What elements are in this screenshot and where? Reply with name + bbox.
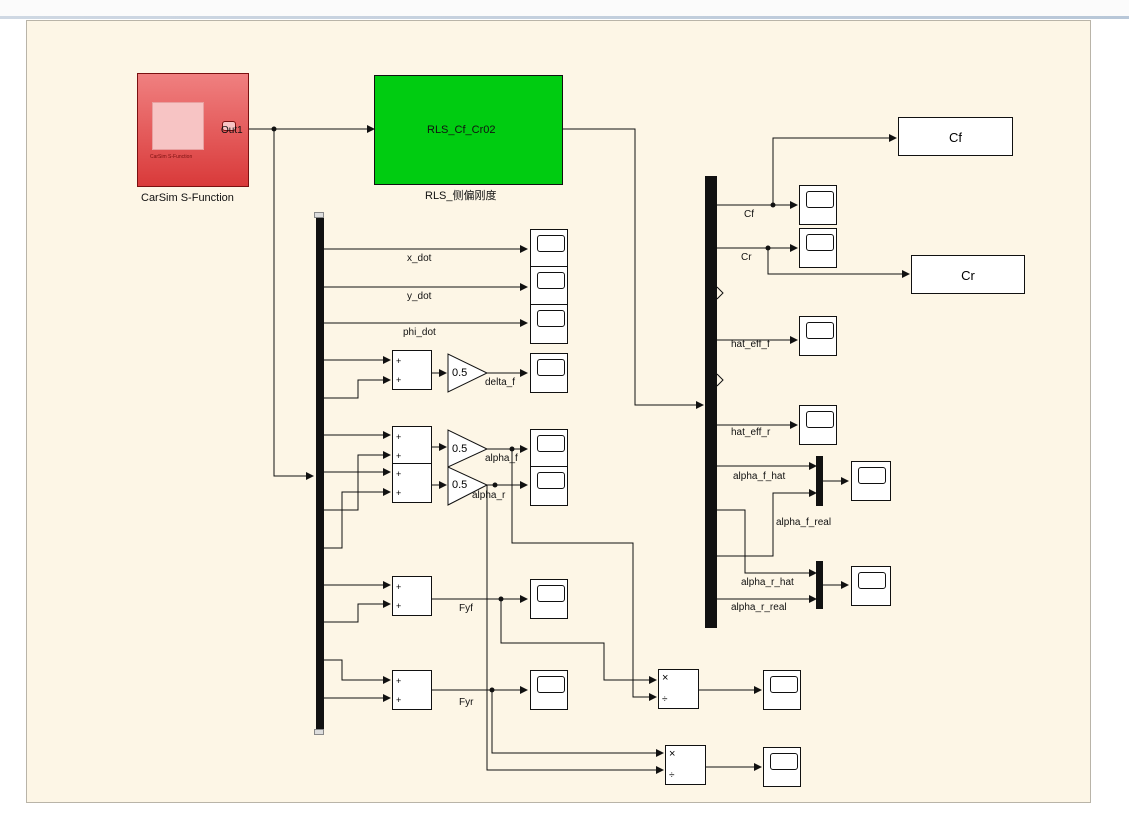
gain-value-alpha-f[interactable]: 0.5	[452, 443, 468, 455]
scope-screen	[770, 676, 798, 693]
scope-x-dot[interactable]	[530, 229, 568, 269]
scope-screen	[806, 191, 834, 208]
rls-caption: RLS_侧偏刚度	[425, 190, 497, 202]
signal-label-alpha-r-hat: alpha_r_hat	[741, 577, 794, 588]
divide-sign: ÷	[669, 770, 675, 781]
divide-sign: ÷	[662, 694, 668, 705]
outport-icon	[222, 121, 236, 131]
rls-subsystem-block[interactable]: RLS_Cf_Cr02	[374, 75, 563, 185]
scope-screen	[537, 585, 565, 602]
sum-sign: +	[396, 469, 402, 479]
scope-hat-eff-f[interactable]	[799, 316, 837, 356]
scope-phi-dot[interactable]	[530, 304, 568, 344]
sum-sign: +	[396, 451, 402, 461]
mux-bar-alpha-f[interactable]	[816, 456, 823, 506]
multiply-sign: ×	[662, 672, 669, 684]
sum-sign: +	[396, 432, 402, 442]
signal-label-x-dot: x_dot	[407, 253, 432, 264]
rls-title: RLS_Cf_Cr02	[427, 124, 496, 136]
scope-screen	[858, 572, 886, 589]
sum-block-alpha-f[interactable]: + +	[392, 426, 432, 466]
sum-sign: +	[396, 356, 402, 366]
signal-label-cf: Cf	[744, 209, 754, 220]
signal-label-cr: Cr	[741, 252, 752, 263]
demux-handle-top[interactable]	[314, 212, 324, 218]
scope-screen	[770, 753, 798, 770]
sum-sign: +	[396, 695, 402, 705]
signal-label-hat-eff-r: hat_eff_r	[731, 427, 771, 438]
sum-sign: +	[396, 676, 402, 686]
carsim-sfunction-block[interactable]: CarSim S-Function Out1	[137, 73, 249, 187]
scope-screen	[537, 435, 565, 452]
scope-screen	[806, 234, 834, 251]
signal-label-alpha-r: alpha_r	[472, 490, 506, 501]
scope-alpha-r[interactable]	[530, 466, 568, 506]
display-cf[interactable]: Cf	[898, 117, 1013, 156]
sum-block-fyf[interactable]: + +	[392, 576, 432, 616]
signal-label-phi-dot: phi_dot	[403, 327, 436, 338]
scope-screen	[537, 472, 565, 489]
scope-screen	[537, 359, 565, 376]
carsim-inner-text: CarSim S-Function	[150, 154, 193, 160]
scope-product-rear[interactable]	[763, 747, 801, 787]
scope-hat-eff-r[interactable]	[799, 405, 837, 445]
scope-cr[interactable]	[799, 228, 837, 268]
carsim-port-label: Out1	[221, 125, 243, 136]
sum-sign: +	[396, 601, 402, 611]
scope-screen	[537, 310, 565, 327]
scope-fyf[interactable]	[530, 579, 568, 619]
scope-screen	[806, 322, 834, 339]
signal-label-fyf: Fyf	[459, 603, 473, 614]
scope-delta-f[interactable]	[530, 353, 568, 393]
sum-block-fyr[interactable]: + +	[392, 670, 432, 710]
gain-value-delta[interactable]: 0.5	[452, 367, 468, 379]
signal-label-alpha-f-hat: alpha_f_hat	[733, 471, 786, 482]
demux-handle-bottom[interactable]	[314, 729, 324, 735]
signal-label-alpha-f: alpha_f	[485, 453, 518, 464]
toolbar-accent	[0, 16, 1129, 19]
sum-block-alpha-r[interactable]: + +	[392, 463, 432, 503]
scope-screen	[537, 676, 565, 693]
scope-alpha-f-compare[interactable]	[851, 461, 891, 501]
product-block-rear[interactable]: × ÷	[665, 745, 706, 785]
carsim-caption: CarSim S-Function	[141, 192, 234, 204]
gain-value-alpha-r[interactable]: 0.5	[452, 479, 468, 491]
display-cr[interactable]: Cr	[911, 255, 1025, 294]
display-cr-text: Cr	[961, 268, 975, 283]
scope-cf[interactable]	[799, 185, 837, 225]
signal-label-fyr: Fyr	[459, 697, 474, 708]
product-block-front[interactable]: × ÷	[658, 669, 699, 709]
carsim-inner-panel	[152, 102, 204, 150]
display-cf-text: Cf	[949, 130, 962, 145]
scope-screen	[806, 411, 834, 428]
scope-screen	[537, 272, 565, 289]
toolbar-strip	[0, 0, 1129, 19]
demux-bar-right[interactable]	[705, 176, 717, 628]
scope-screen	[858, 467, 886, 484]
sum-block-delta[interactable]: + +	[392, 350, 432, 390]
signal-label-y-dot: y_dot	[407, 291, 432, 302]
multiply-sign: ×	[669, 748, 676, 760]
signal-label-alpha-f-real: alpha_f_real	[776, 517, 832, 528]
scope-screen	[537, 235, 565, 252]
signal-label-delta-f: delta_f	[485, 377, 516, 388]
scope-alpha-f[interactable]	[530, 429, 568, 469]
sum-sign: +	[396, 488, 402, 498]
signal-label-alpha-r-real: alpha_r_real	[731, 602, 787, 613]
demux-bar-left[interactable]	[316, 213, 324, 735]
mux-bar-alpha-r[interactable]	[816, 561, 823, 609]
scope-alpha-r-compare[interactable]	[851, 566, 891, 606]
sum-sign: +	[396, 582, 402, 592]
scope-y-dot[interactable]	[530, 266, 568, 306]
sum-sign: +	[396, 375, 402, 385]
scope-fyr[interactable]	[530, 670, 568, 710]
scope-product-front[interactable]	[763, 670, 801, 710]
signal-label-hat-eff-f: hat_eff_f	[731, 339, 770, 350]
